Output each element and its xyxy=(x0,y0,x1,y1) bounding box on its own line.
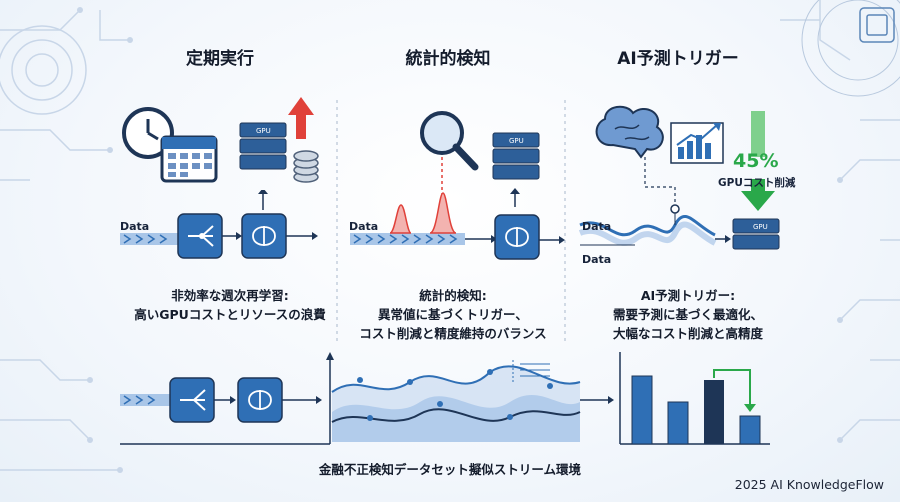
gpu-text: GPU xyxy=(753,223,768,231)
caption-line: 異常値に基づくトリガー、 xyxy=(378,307,528,322)
router-icon xyxy=(177,213,223,259)
section-title-statistical: 統計的検知 xyxy=(405,49,491,69)
caption-line: 高いGPUコストとリソースの浪費 xyxy=(134,307,326,322)
caption-line: 非効率な週次再学習: xyxy=(171,288,289,303)
arrow-down-icon xyxy=(741,111,775,211)
gpu-server-icon: GPU xyxy=(239,122,287,170)
magnifier-icon xyxy=(420,111,479,171)
caption-line: 大幅なコスト削減と高精度 xyxy=(612,326,763,341)
ai-prediction-diagram: GPU xyxy=(578,105,780,250)
dataset-label: 金融不正検知データセット擬似ストリーム環境 xyxy=(318,462,582,477)
cost-bar-chart xyxy=(619,352,770,445)
gpu-server-icon: GPU xyxy=(732,218,780,250)
data-label-4: Data xyxy=(582,253,612,266)
data-label-1: Data xyxy=(120,220,150,233)
caption-scheduled: 非効率な週次再学習: 高いGPUコストとリソースの浪費 xyxy=(110,286,350,324)
stream-chart xyxy=(326,352,614,444)
brain-chip-icon xyxy=(494,214,540,260)
coin-stack-icon xyxy=(293,150,319,183)
caption-ai: AI予測トリガー: 需要予測に基づく最適化、 大幅なコスト削減と高精度 xyxy=(568,286,808,343)
gpu-text: GPU xyxy=(256,127,271,135)
data-label-3: Data xyxy=(582,220,612,233)
caption-line: コスト削減と精度維持のバランス xyxy=(359,326,547,341)
savings-percent: 45% xyxy=(733,150,779,172)
section-title-ai: AI予測トリガー xyxy=(617,49,739,69)
savings-label: GPUコスト削減 xyxy=(718,177,796,189)
caption-line: 統計的検知: xyxy=(419,288,487,303)
data-stream-arrow xyxy=(120,233,180,245)
section-title-scheduled: 定期実行 xyxy=(186,49,254,69)
router-icon xyxy=(169,377,215,423)
footer-credit: 2025 AI KnowledgeFlow xyxy=(734,477,884,492)
brain-chip-icon xyxy=(237,377,283,423)
gpu-server-icon: GPU xyxy=(492,132,540,180)
brain-icon xyxy=(595,105,664,159)
caption-line: AI予測トリガー: xyxy=(640,288,736,303)
brain-chip-icon xyxy=(241,213,287,259)
data-label-2: Data xyxy=(349,220,379,233)
arrow-up-icon xyxy=(288,97,314,139)
calendar-icon xyxy=(160,135,218,183)
clock-icon xyxy=(122,107,174,159)
scheduled-icons: GPU xyxy=(122,97,319,183)
caption-line: 需要予測に基づく最適化、 xyxy=(612,307,763,322)
scheduled-flow xyxy=(120,190,318,259)
flow-arrow xyxy=(539,236,565,244)
caption-statistical: 統計的検知: 異常値に基づくトリガー、 コスト削減と精度維持のバランス xyxy=(333,286,573,343)
statistical-diagram: GPU xyxy=(350,111,540,260)
growth-chart-icon xyxy=(670,122,724,164)
gpu-text: GPU xyxy=(509,137,524,145)
bottom-pipeline xyxy=(120,352,770,445)
